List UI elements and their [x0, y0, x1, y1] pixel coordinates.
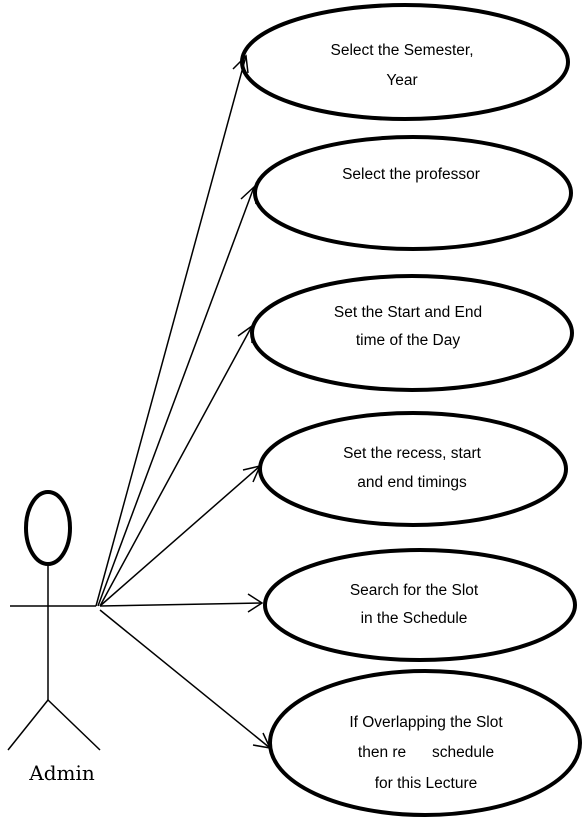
arrow-to-use-case-2	[97, 185, 257, 607]
actor-right-leg	[47, 699, 101, 751]
use-case-4: Set the recess, start and end timings	[258, 411, 568, 527]
actor-left-leg	[7, 699, 49, 751]
use-case-3-line-1: Set the Start and End	[334, 304, 482, 321]
actor-admin: Admin	[7, 490, 101, 785]
use-case-6-line-2: then re schedule	[358, 744, 494, 761]
use-case-6-line-1: If Overlapping the Slot	[349, 714, 503, 731]
arrow-to-use-case-6	[99, 609, 272, 749]
use-case-5-line-1: Search for the Slot	[350, 582, 479, 599]
use-case-5: Search for the Slot in the Schedule	[263, 548, 577, 662]
actor-label: Admin	[28, 761, 95, 785]
use-case-2: Select the professor	[253, 135, 573, 251]
use-case-1-line-1: Select the Semester,	[330, 42, 473, 59]
use-case-1: Select the Semester, Year	[240, 3, 570, 121]
use-case-3-line-2: time of the Day	[356, 332, 460, 349]
use-case-5-line-2: in the Schedule	[361, 610, 468, 627]
use-case-6-line-3: for this Lecture	[375, 775, 478, 792]
arrow-to-use-case-5	[99, 593, 264, 613]
use-case-4-line-2: and end timings	[357, 474, 467, 491]
use-case-2-line-1: Select the professor	[342, 166, 480, 183]
arrow-to-use-case-3	[99, 324, 253, 607]
use-case-1-line-2: Year	[386, 72, 417, 89]
use-case-3: Set the Start and End time of the Day	[250, 274, 574, 392]
actor-head	[24, 490, 72, 566]
arrow-to-use-case-1	[95, 54, 249, 607]
use-case-4-line-1: Set the recess, start	[343, 445, 482, 462]
use-case-6: If Overlapping the Slot then re schedule…	[268, 669, 582, 817]
associations	[95, 54, 272, 749]
